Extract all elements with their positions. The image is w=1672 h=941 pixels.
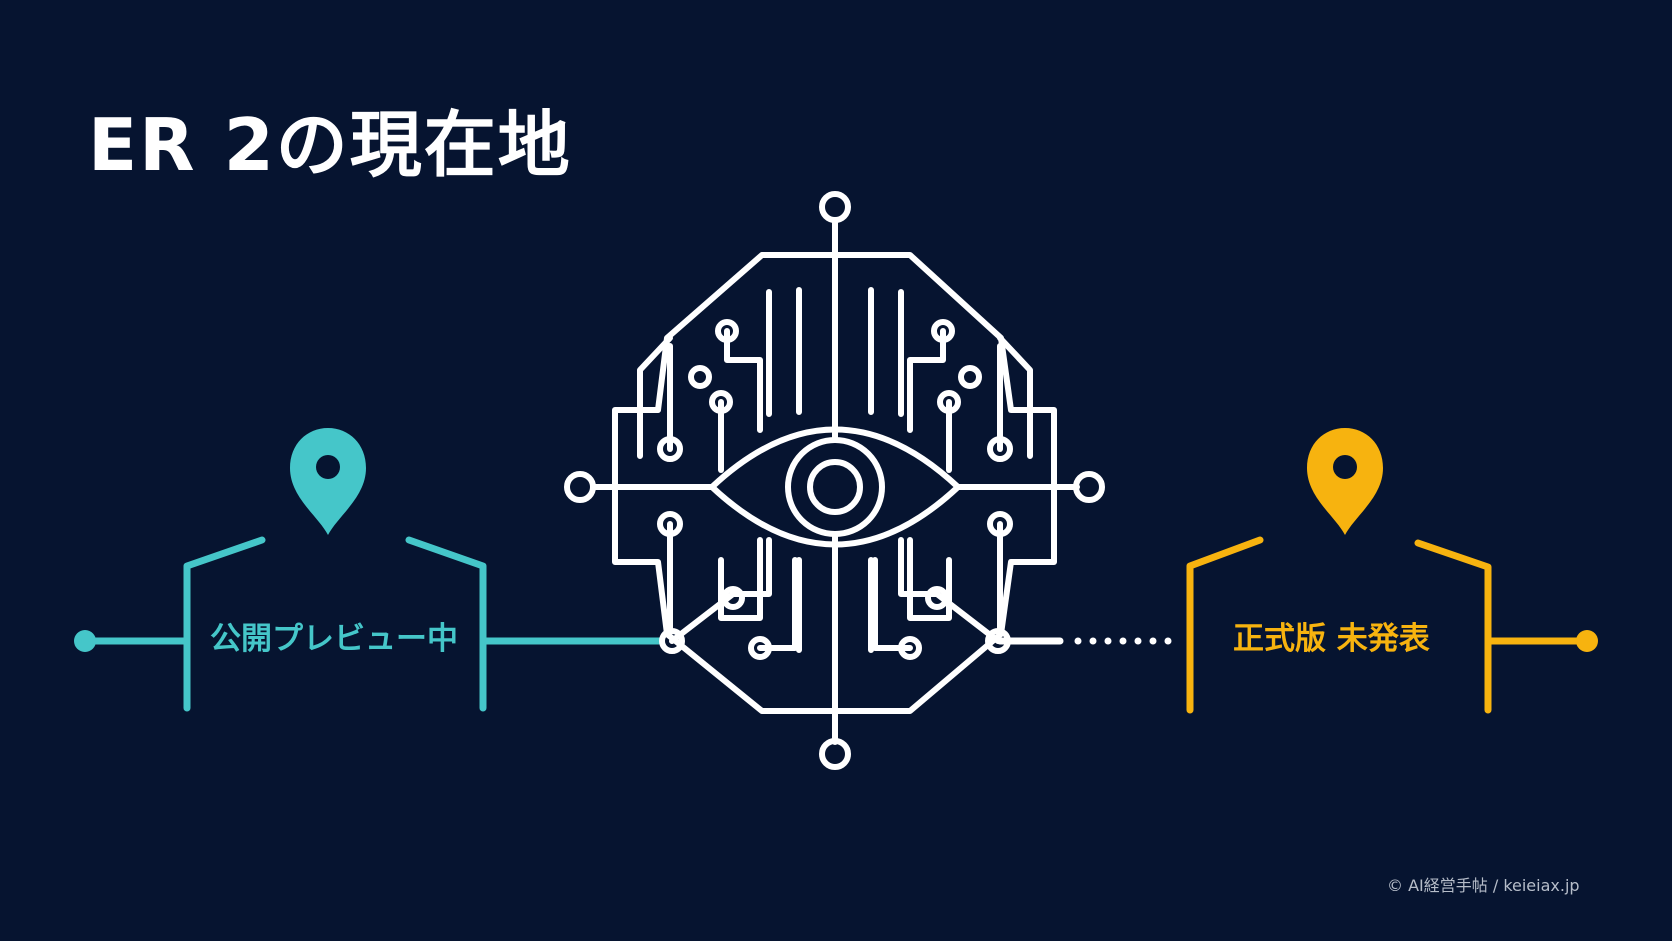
circuit-trace-lower-right	[868, 537, 1001, 653]
circuit-right-node	[1073, 471, 1105, 503]
circuit-node-center-right	[985, 628, 1011, 654]
circuit-trace-right-curve	[997, 335, 1033, 459]
circuit-node-ur-1	[931, 319, 955, 343]
circuit-node-ul-2	[688, 365, 712, 389]
future-status-label: 正式版 未発表	[1233, 621, 1430, 657]
current-status-label: 公開プレビュー中	[210, 621, 458, 657]
circuit-node-ul-3	[709, 390, 733, 414]
circuit-node-lr-2	[925, 586, 949, 610]
eye-outline	[709, 426, 961, 548]
circuit-trace-ll-3	[757, 557, 798, 651]
circuit-node-ll-2	[721, 586, 745, 610]
circuit-node-ur-2	[958, 365, 982, 389]
circuit-bottom-node	[819, 738, 851, 770]
future-marker-bracket-right	[1414, 539, 1492, 714]
location-pin-icon	[1307, 428, 1383, 535]
location-pin-icon	[290, 428, 366, 535]
circuit-trace-lr-3	[872, 557, 913, 651]
copyright-text: © AI経営手帖 / keieiax.jp	[1387, 876, 1580, 895]
timeline-left-track	[74, 536, 664, 712]
circuit-top-node	[819, 191, 851, 223]
current-pin-body	[290, 428, 366, 535]
timeline-end-dot	[1576, 630, 1598, 652]
circuit-trace-upper-left	[724, 287, 802, 433]
current-marker-bracket-right	[405, 536, 487, 712]
circuit-node-center-left	[659, 628, 685, 654]
current-marker-bracket-left	[183, 536, 266, 712]
circuit-node-ur-3	[937, 390, 961, 414]
ai-eye-circuit-icon	[564, 191, 1105, 770]
circuit-trace-left-curve	[637, 335, 673, 459]
future-pin-hole	[1333, 455, 1357, 479]
timeline-right-track	[996, 536, 1598, 714]
future-pin-body	[1307, 428, 1383, 535]
circuit-trace-upper-right	[868, 287, 946, 433]
octagon-frame	[612, 252, 1057, 714]
future-marker-bracket-left	[1186, 536, 1264, 714]
page-title: ER 2の現在地	[88, 103, 572, 187]
circuit-node-ul-1	[715, 319, 739, 343]
circuit-trace-lower-left	[669, 537, 802, 653]
eye-iris-outer	[785, 437, 885, 537]
eye-iris-inner	[807, 459, 863, 515]
current-pin-hole	[316, 455, 340, 479]
circuit-left-node	[564, 471, 596, 503]
